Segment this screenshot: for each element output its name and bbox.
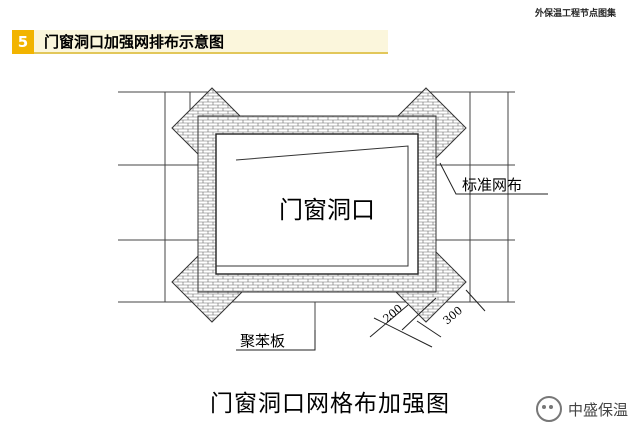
board-label: 聚苯板 — [240, 332, 285, 350]
dimension-lines — [369, 289, 486, 348]
diagram-caption: 门窗洞口网格布加强图 — [210, 391, 450, 417]
dim-outer-label: 300 — [441, 304, 465, 327]
watermark: 中盛保温 — [535, 396, 628, 422]
mesh-leader-line — [439, 162, 548, 195]
section-number: 5 — [12, 30, 34, 54]
board-joint-lines — [118, 91, 515, 330]
skewed-board-edge — [216, 145, 409, 267]
section-title-bar: 5 门窗洞口加强网排布示意图 — [12, 30, 388, 54]
opening-outline — [215, 133, 419, 275]
dim-inner-label: 200 — [381, 302, 405, 325]
mesh-label: 标准网布 — [462, 176, 522, 194]
board-leader-line — [236, 330, 316, 351]
section-title: 门窗洞口加强网排布示意图 — [34, 30, 388, 54]
series-title: 外保温工程节点图集 — [534, 9, 616, 19]
watermark-text: 中盛保温 — [567, 400, 628, 419]
opening-label: 门窗洞口 — [279, 196, 375, 224]
wechat-logo-icon — [535, 396, 562, 422]
